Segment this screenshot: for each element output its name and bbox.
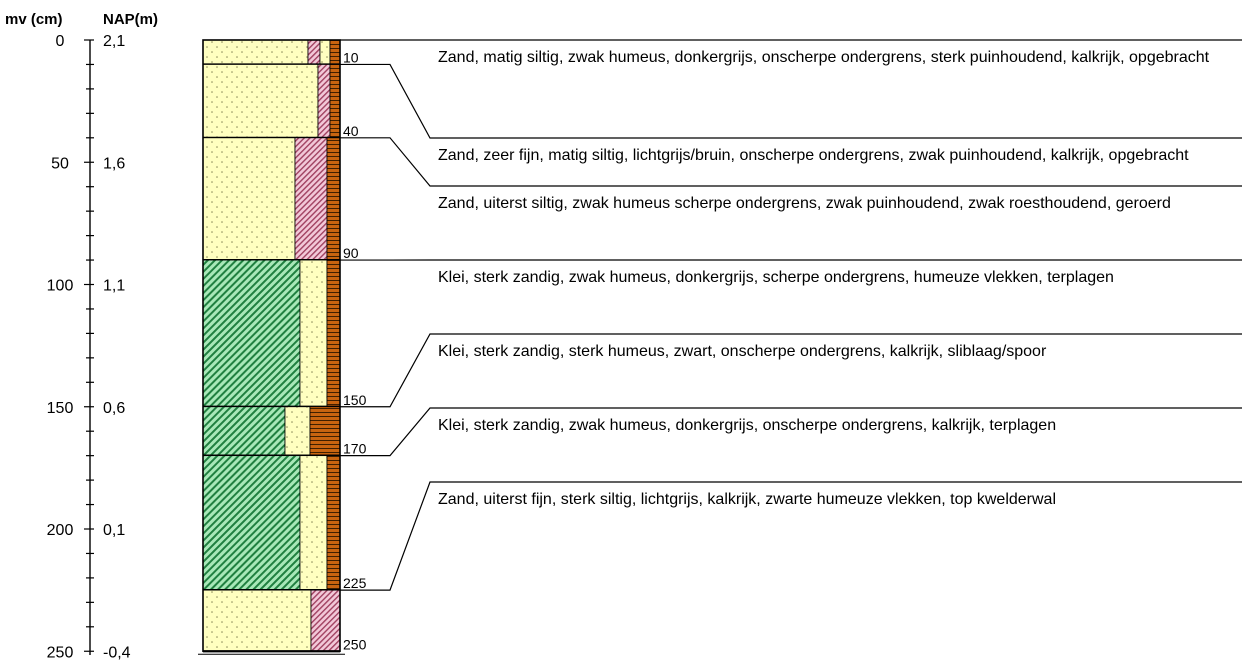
nap-tick-label: -0,4 <box>103 644 131 661</box>
nap-tick-label: 1,1 <box>103 278 125 295</box>
nap-tick-label: 0,1 <box>103 522 125 539</box>
depth-scale-axis: 0 50 100 150 200 250 2,1 1,6 1,1 0,6 0,1 -0,4 <box>47 33 131 661</box>
leader-line <box>340 333 1242 408</box>
nap-tick-label: 2,1 <box>103 33 125 50</box>
sand-fill <box>284 406 311 457</box>
layer-description: Klei, sterk zandig, zwak humeus, donkerg… <box>438 269 1114 286</box>
profile-layer <box>202 589 341 653</box>
mv-tick-label: 150 <box>47 400 74 417</box>
sand-fill <box>202 64 319 139</box>
sand-fill <box>202 589 312 652</box>
leader-line <box>340 407 1242 457</box>
mv-tick-label: 0 <box>56 33 65 50</box>
profile-layer <box>202 137 341 262</box>
clay-fill <box>202 455 301 591</box>
clay-fill <box>202 259 301 408</box>
profile-layer <box>202 64 341 139</box>
sand-fill <box>299 455 328 591</box>
rust-fill <box>326 137 341 261</box>
layer-description: Klei, sterk zandig, zwak humeus, donkerg… <box>438 417 1057 434</box>
column-outline <box>202 39 341 653</box>
layer-description: Zand, uiterst fijn, sterk siltig, lichtg… <box>438 491 1056 508</box>
depth-label: 10 <box>343 49 359 65</box>
profile-layer <box>202 39 341 66</box>
nap-tick-label: 1,6 <box>103 155 125 172</box>
layer-description: Zand, matig siltig, zwak humeus, donkerg… <box>438 49 1210 66</box>
rubble-fill <box>307 39 321 65</box>
layer-description: Zand, uiterst siltig, zwak humeus scherp… <box>438 195 1171 212</box>
layer-description: Zand, zeer fijn, matig siltig, lichtgrij… <box>438 147 1189 164</box>
depth-label: 150 <box>343 392 367 408</box>
clay-fill <box>202 406 286 457</box>
depth-label: 170 <box>343 441 367 457</box>
depth-label: 250 <box>343 636 367 652</box>
layer-description: Klei, sterk zandig, sterk humeus, zwart,… <box>438 343 1047 360</box>
depth-label: 90 <box>343 245 359 261</box>
sand-fill <box>299 259 328 408</box>
mv-header-label: mv (cm) <box>5 11 63 28</box>
borehole-column <box>198 39 345 655</box>
rubble-fill <box>310 589 341 652</box>
depth-label: 40 <box>343 123 359 139</box>
mv-tick-label: 250 <box>47 644 74 661</box>
rust-fill <box>326 259 341 408</box>
mv-tick-label: 50 <box>51 155 69 172</box>
nap-header-label: NAP(m) <box>103 11 158 28</box>
rubble-fill <box>294 137 328 261</box>
rust-fill <box>329 64 341 139</box>
sand-fill <box>202 39 309 65</box>
sand-fill <box>202 137 296 261</box>
nap-tick-label: 0,6 <box>103 400 125 417</box>
depth-label: 225 <box>343 575 367 591</box>
rust-fill <box>309 406 341 457</box>
leader-line <box>340 63 1242 139</box>
leader-line <box>340 137 1242 187</box>
mv-tick-label: 100 <box>47 278 74 295</box>
profile-layer <box>202 406 341 457</box>
profile-layer <box>202 455 341 592</box>
layer-depth-labels: 10 40 90 150 170 225 250 <box>340 39 1242 652</box>
rubble-fill <box>317 64 331 139</box>
rust-fill <box>326 455 341 591</box>
mv-tick-label: 200 <box>47 522 74 539</box>
rust-fill <box>329 39 341 65</box>
sand-fill <box>319 39 331 65</box>
profile-layer <box>202 259 341 408</box>
leader-line <box>340 481 1242 591</box>
